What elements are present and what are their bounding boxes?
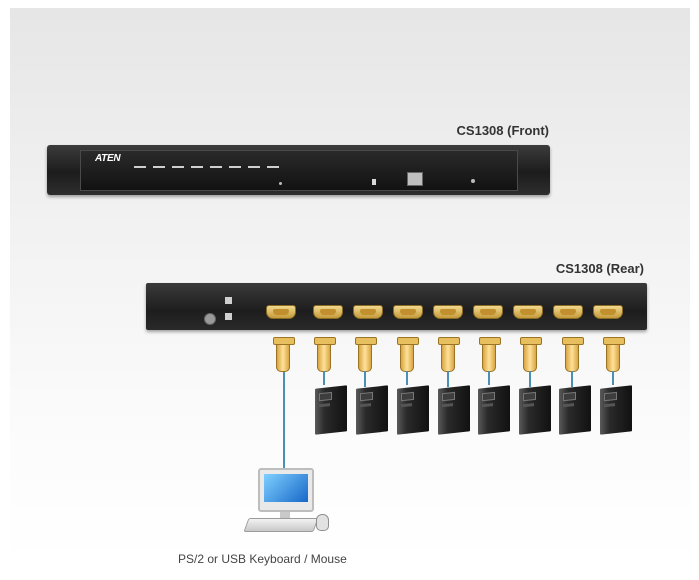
front-port-led (210, 166, 222, 168)
tower-pc-icon (356, 385, 388, 435)
kvm-front-unit: ATEN (47, 145, 550, 195)
front-unit-label: CS1308 (Front) (456, 123, 549, 138)
front-port-led (134, 166, 146, 168)
tower-pc-icon (559, 385, 591, 435)
front-port-led (267, 166, 279, 168)
rear-switch (225, 297, 232, 304)
monitor-stand (280, 512, 290, 518)
monitor-screen (264, 474, 308, 502)
vga-connector-icon (520, 337, 542, 372)
front-firmware-port (407, 172, 423, 186)
computer-port (513, 305, 543, 319)
vga-connector-icon (273, 337, 295, 372)
mouse-icon (316, 514, 329, 531)
front-port-led (172, 166, 184, 168)
rear-power-jack (204, 313, 216, 325)
console-port (266, 305, 296, 319)
vga-connector-icon (562, 337, 584, 372)
tower-pc-icon (315, 385, 347, 435)
front-panel (80, 150, 518, 191)
computer-wire (323, 371, 325, 385)
tower-pc-icon (478, 385, 510, 435)
vga-connector-icon (397, 337, 419, 372)
tower-pc-icon (397, 385, 429, 435)
console-wire (283, 371, 285, 469)
brand-logo: ATEN (95, 153, 121, 164)
vga-connector-icon (355, 337, 377, 372)
front-power-led (471, 179, 475, 183)
computer-port (353, 305, 383, 319)
tower-pc-icon (438, 385, 470, 435)
vga-connector-icon (479, 337, 501, 372)
computer-wire (364, 371, 366, 387)
front-indicator-dot (279, 182, 282, 185)
kvm-rear-unit (146, 283, 647, 330)
tower-pc-icon (519, 385, 551, 435)
computer-wire (488, 371, 490, 385)
vga-connector-icon (314, 337, 336, 372)
front-port-led (229, 166, 241, 168)
computer-wire (612, 371, 614, 385)
rear-usb-port (225, 313, 232, 320)
computer-wire (529, 371, 531, 387)
front-reset-button (372, 179, 376, 185)
front-port-led (248, 166, 260, 168)
rear-unit-label: CS1308 (Rear) (555, 261, 644, 276)
computer-port (473, 305, 503, 319)
computer-port (433, 305, 463, 319)
computer-wire (406, 371, 408, 385)
computer-wire (571, 371, 573, 387)
console-caption: PS/2 or USB Keyboard / Mouse (178, 552, 347, 566)
keyboard-icon (243, 518, 319, 532)
front-port-led (191, 166, 203, 168)
tower-pc-icon (600, 385, 632, 435)
front-port-led (153, 166, 165, 168)
vga-connector-icon (603, 337, 625, 372)
computer-port (593, 305, 623, 319)
computer-port (313, 305, 343, 319)
console-station (243, 468, 334, 538)
monitor-icon (258, 468, 314, 512)
computer-port (393, 305, 423, 319)
vga-connector-icon (438, 337, 460, 372)
computer-wire (447, 371, 449, 387)
computer-port (553, 305, 583, 319)
